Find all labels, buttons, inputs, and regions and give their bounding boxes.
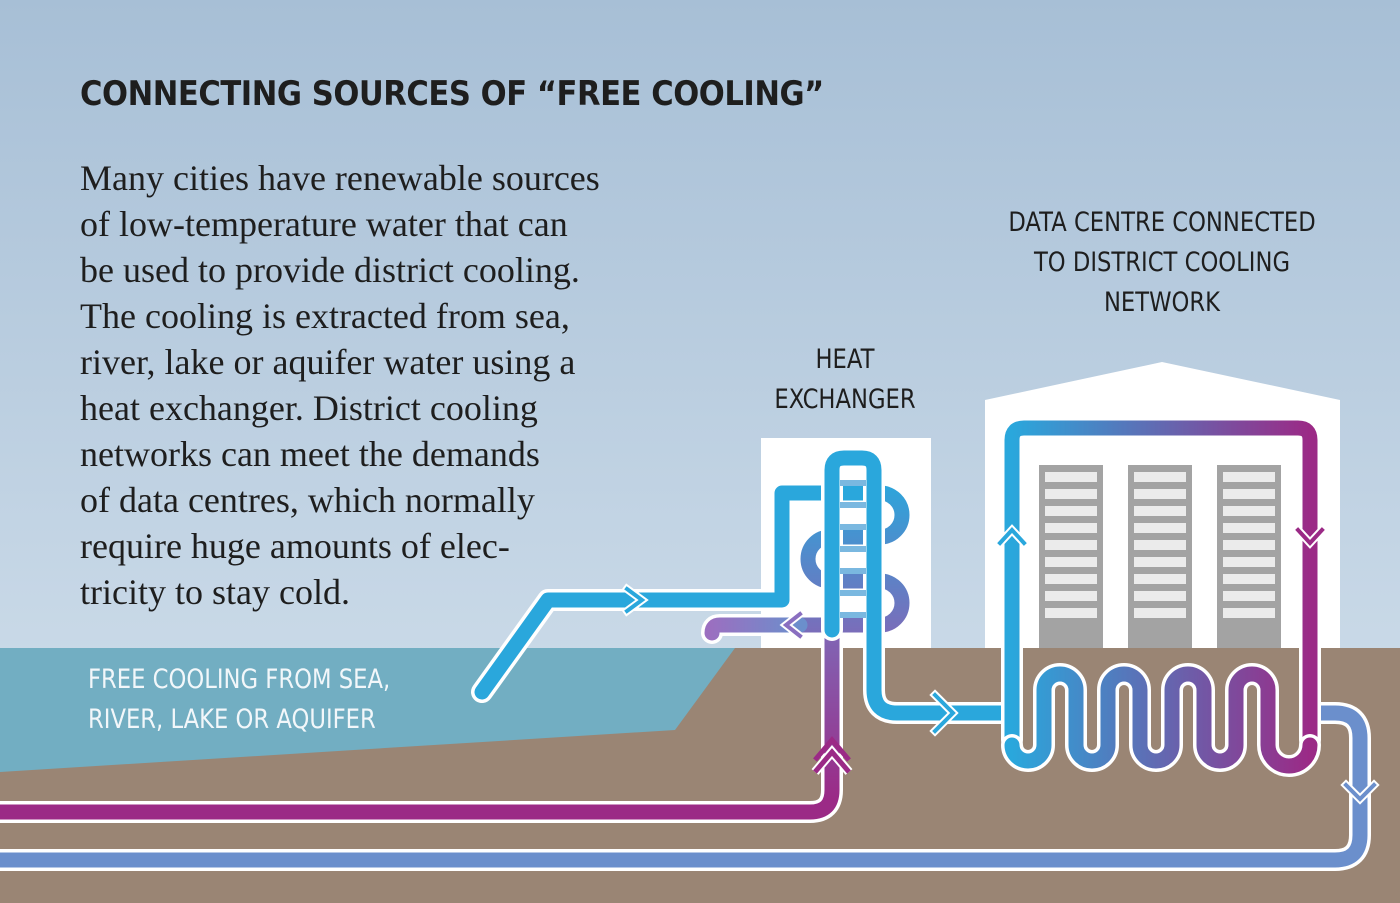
description-line: river, lake or aquifer water using a: [80, 342, 576, 382]
data-centre-serpentine: [1004, 666, 1318, 774]
description-line: tricity to stay cold.: [80, 572, 350, 612]
page-title: CONNECTING SOURCES OF “FREE COOLING”: [80, 74, 824, 114]
description-line: The cooling is extracted from sea,: [80, 296, 570, 336]
description-line: heat exchanger. District cooling: [80, 388, 538, 428]
description-line: of low-temperature water that can: [80, 204, 568, 244]
data-centre-loop: [1004, 420, 1318, 748]
flow-arrow-up-icon: [811, 736, 853, 775]
water-body: [0, 648, 735, 772]
heat-exchanger-plates: [840, 480, 866, 618]
warm-pipe: [0, 622, 840, 820]
server-rack: [1217, 465, 1281, 648]
heat-exchanger-coil: [792, 485, 910, 633]
water-source-label: FREE COOLING FROM SEA, RIVER, LAKE OR AQ…: [88, 664, 391, 735]
description-line: Many cities have renewable sources: [80, 158, 600, 198]
description-line: of data centres, which normally: [80, 480, 535, 520]
server-rack: [1039, 465, 1103, 648]
description-line: be used to provide district cooling.: [80, 250, 580, 290]
source-intake-pipe: [474, 485, 888, 700]
description-text: Many cities have renewable sources of lo…: [80, 155, 720, 615]
source-discharge-pipe: [704, 617, 808, 641]
server-rack: [1128, 465, 1192, 648]
description-line: require huge amounts of elec-: [80, 526, 510, 566]
network-supply-pipe: [824, 450, 1020, 721]
description-line: networks can meet the demands: [80, 434, 540, 474]
return-pipe: [0, 705, 1368, 868]
data-centre-label: DATA CENTRE CONNECTED TO DISTRICT COOLIN…: [1008, 207, 1316, 318]
heat-exchanger-label: HEAT EXCHANGER: [774, 344, 916, 415]
